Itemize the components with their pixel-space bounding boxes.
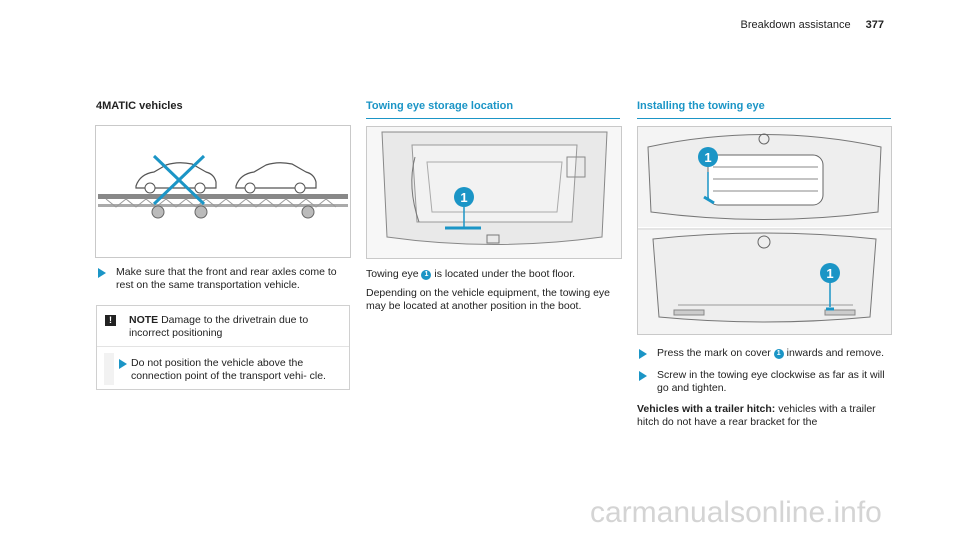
bumper-illustration: 1 1 [638,127,891,334]
svg-text:1: 1 [704,150,711,165]
svg-text:1: 1 [460,190,467,205]
section-title-storage: Towing eye storage location [366,100,620,119]
step-arrow-icon [119,359,127,369]
storage-paragraph-2: Depending on the vehicle equipment, the … [366,287,611,312]
step-arrow-icon [639,349,647,359]
figure-boot-storage: 1 [366,126,622,259]
callout-1-front: 1 [698,147,718,167]
column-storage: Towing eye storage location [366,100,620,119]
storage-paragraph-1: Towing eye 1 is located under the boot f… [366,268,576,280]
installing-step-1: Press the mark on cover 1 inwards and re… [637,347,895,360]
column-installing: Installing the towing eye [637,100,891,119]
figure-4matic-transport [95,125,351,258]
header-section: Breakdown assistance [740,19,851,31]
callout-1-rear: 1 [820,263,840,283]
section-title-installing: Installing the towing eye [637,100,891,119]
column-4matic: 4MATIC vehicles [96,100,350,112]
note-text: Damage to the drivetrain due to incorrec… [129,314,309,339]
running-header: Breakdown assistance 377 [741,19,884,31]
watermark: carmanualsonline.info [590,496,882,529]
note-label: NOTE [129,314,159,326]
note-step-text: Do not position the vehicle above the co… [131,357,326,382]
section-title-4matic: 4MATIC vehicles [96,100,183,112]
callout-number-icon: 1 [421,270,432,280]
installing-text: Press the mark on cover 1 inwards and re… [637,347,895,429]
callout-number-icon: 1 [773,349,784,359]
transport-illustration [98,154,348,219]
step-arrow-icon [639,371,647,381]
boot-illustration: 1 [367,127,621,258]
storage-text: Towing eye 1 is located under the boot f… [366,268,620,313]
svg-text:1: 1 [826,266,833,281]
step-text: Make sure that the front and rear axles … [116,266,337,291]
warning-icon: ! [105,315,116,326]
step-4matic: Make sure that the front and rear axles … [96,266,350,292]
trailer-hitch-paragraph: Vehicles with a trailer hitch: vehicles … [637,403,876,428]
page-number: 377 [865,19,884,31]
installing-step-2: Screw in the towing eye clockwise as far… [637,369,895,395]
callout-1: 1 [454,187,474,207]
note-box: ! NOTE Damage to the drivetrain due to i… [96,305,350,390]
figure-installing: 1 1 [637,126,892,335]
step-arrow-icon [98,268,106,278]
